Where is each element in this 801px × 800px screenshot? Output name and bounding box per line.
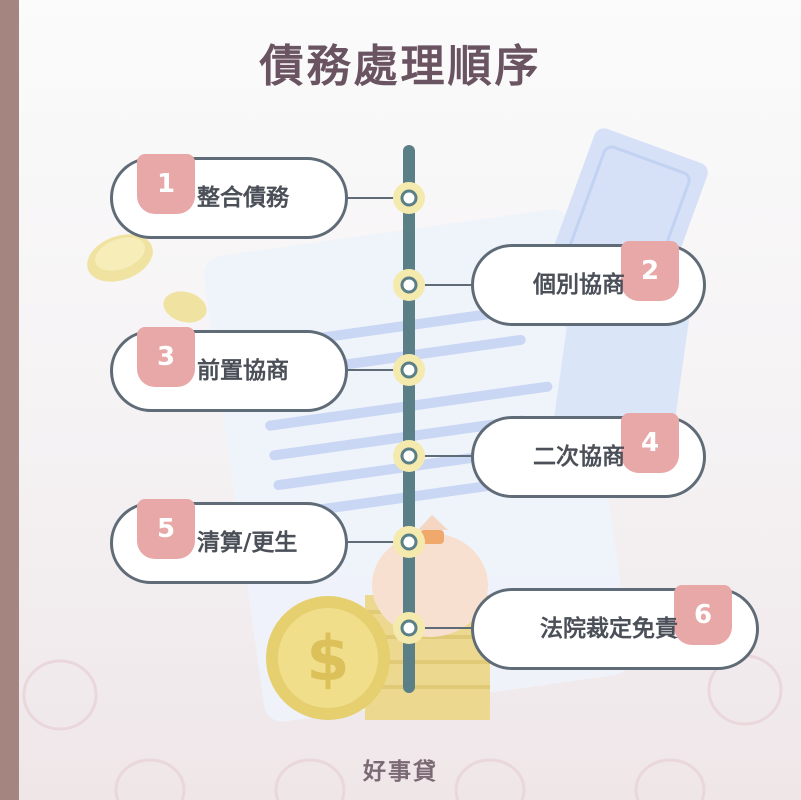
footer-brand: 好事貸 <box>363 759 438 785</box>
step-number-badge: 3 <box>137 327 195 387</box>
step-card-6: 6 法院裁定免責 <box>471 585 759 670</box>
timeline-node-center <box>400 276 418 294</box>
left-accent-bar <box>0 0 19 800</box>
step-label: 二次協商 <box>533 444 625 470</box>
money-bag-illustration <box>372 515 488 637</box>
timeline-node-center <box>400 447 418 465</box>
step-number-badge: 5 <box>137 499 195 559</box>
page-title: 債務處理順序 <box>259 41 542 92</box>
step-label: 法院裁定免責 <box>540 616 678 642</box>
step-label: 整合債務 <box>197 185 289 211</box>
small-coin-icon <box>87 234 207 323</box>
decor-money-bag-icons <box>22 654 783 800</box>
step-number-badge: 4 <box>621 413 679 473</box>
timeline-node-center <box>400 533 418 551</box>
step-number-badge: 2 <box>621 241 679 301</box>
timeline-line <box>403 145 415 693</box>
svg-text:$: $ <box>306 622 349 695</box>
step-card-2: 2 個別協商 <box>471 241 706 326</box>
step-card-5: 5 清算/更生 <box>110 499 348 584</box>
timeline-node-center <box>400 189 418 207</box>
step-card-3: 3 前置協商 <box>110 327 348 412</box>
timeline-node-center <box>400 361 418 379</box>
step-card-4: 4 二次協商 <box>471 413 706 498</box>
step-label: 前置協商 <box>197 358 289 384</box>
timeline-node-center <box>400 619 418 637</box>
step-label: 清算/更生 <box>197 530 298 556</box>
step-number-badge: 6 <box>674 585 732 645</box>
big-coin-icon: $ <box>266 596 390 720</box>
step-card-1: 1 整合債務 <box>110 154 348 239</box>
step-number-badge: 1 <box>137 154 195 214</box>
step-label: 個別協商 <box>533 272 625 298</box>
